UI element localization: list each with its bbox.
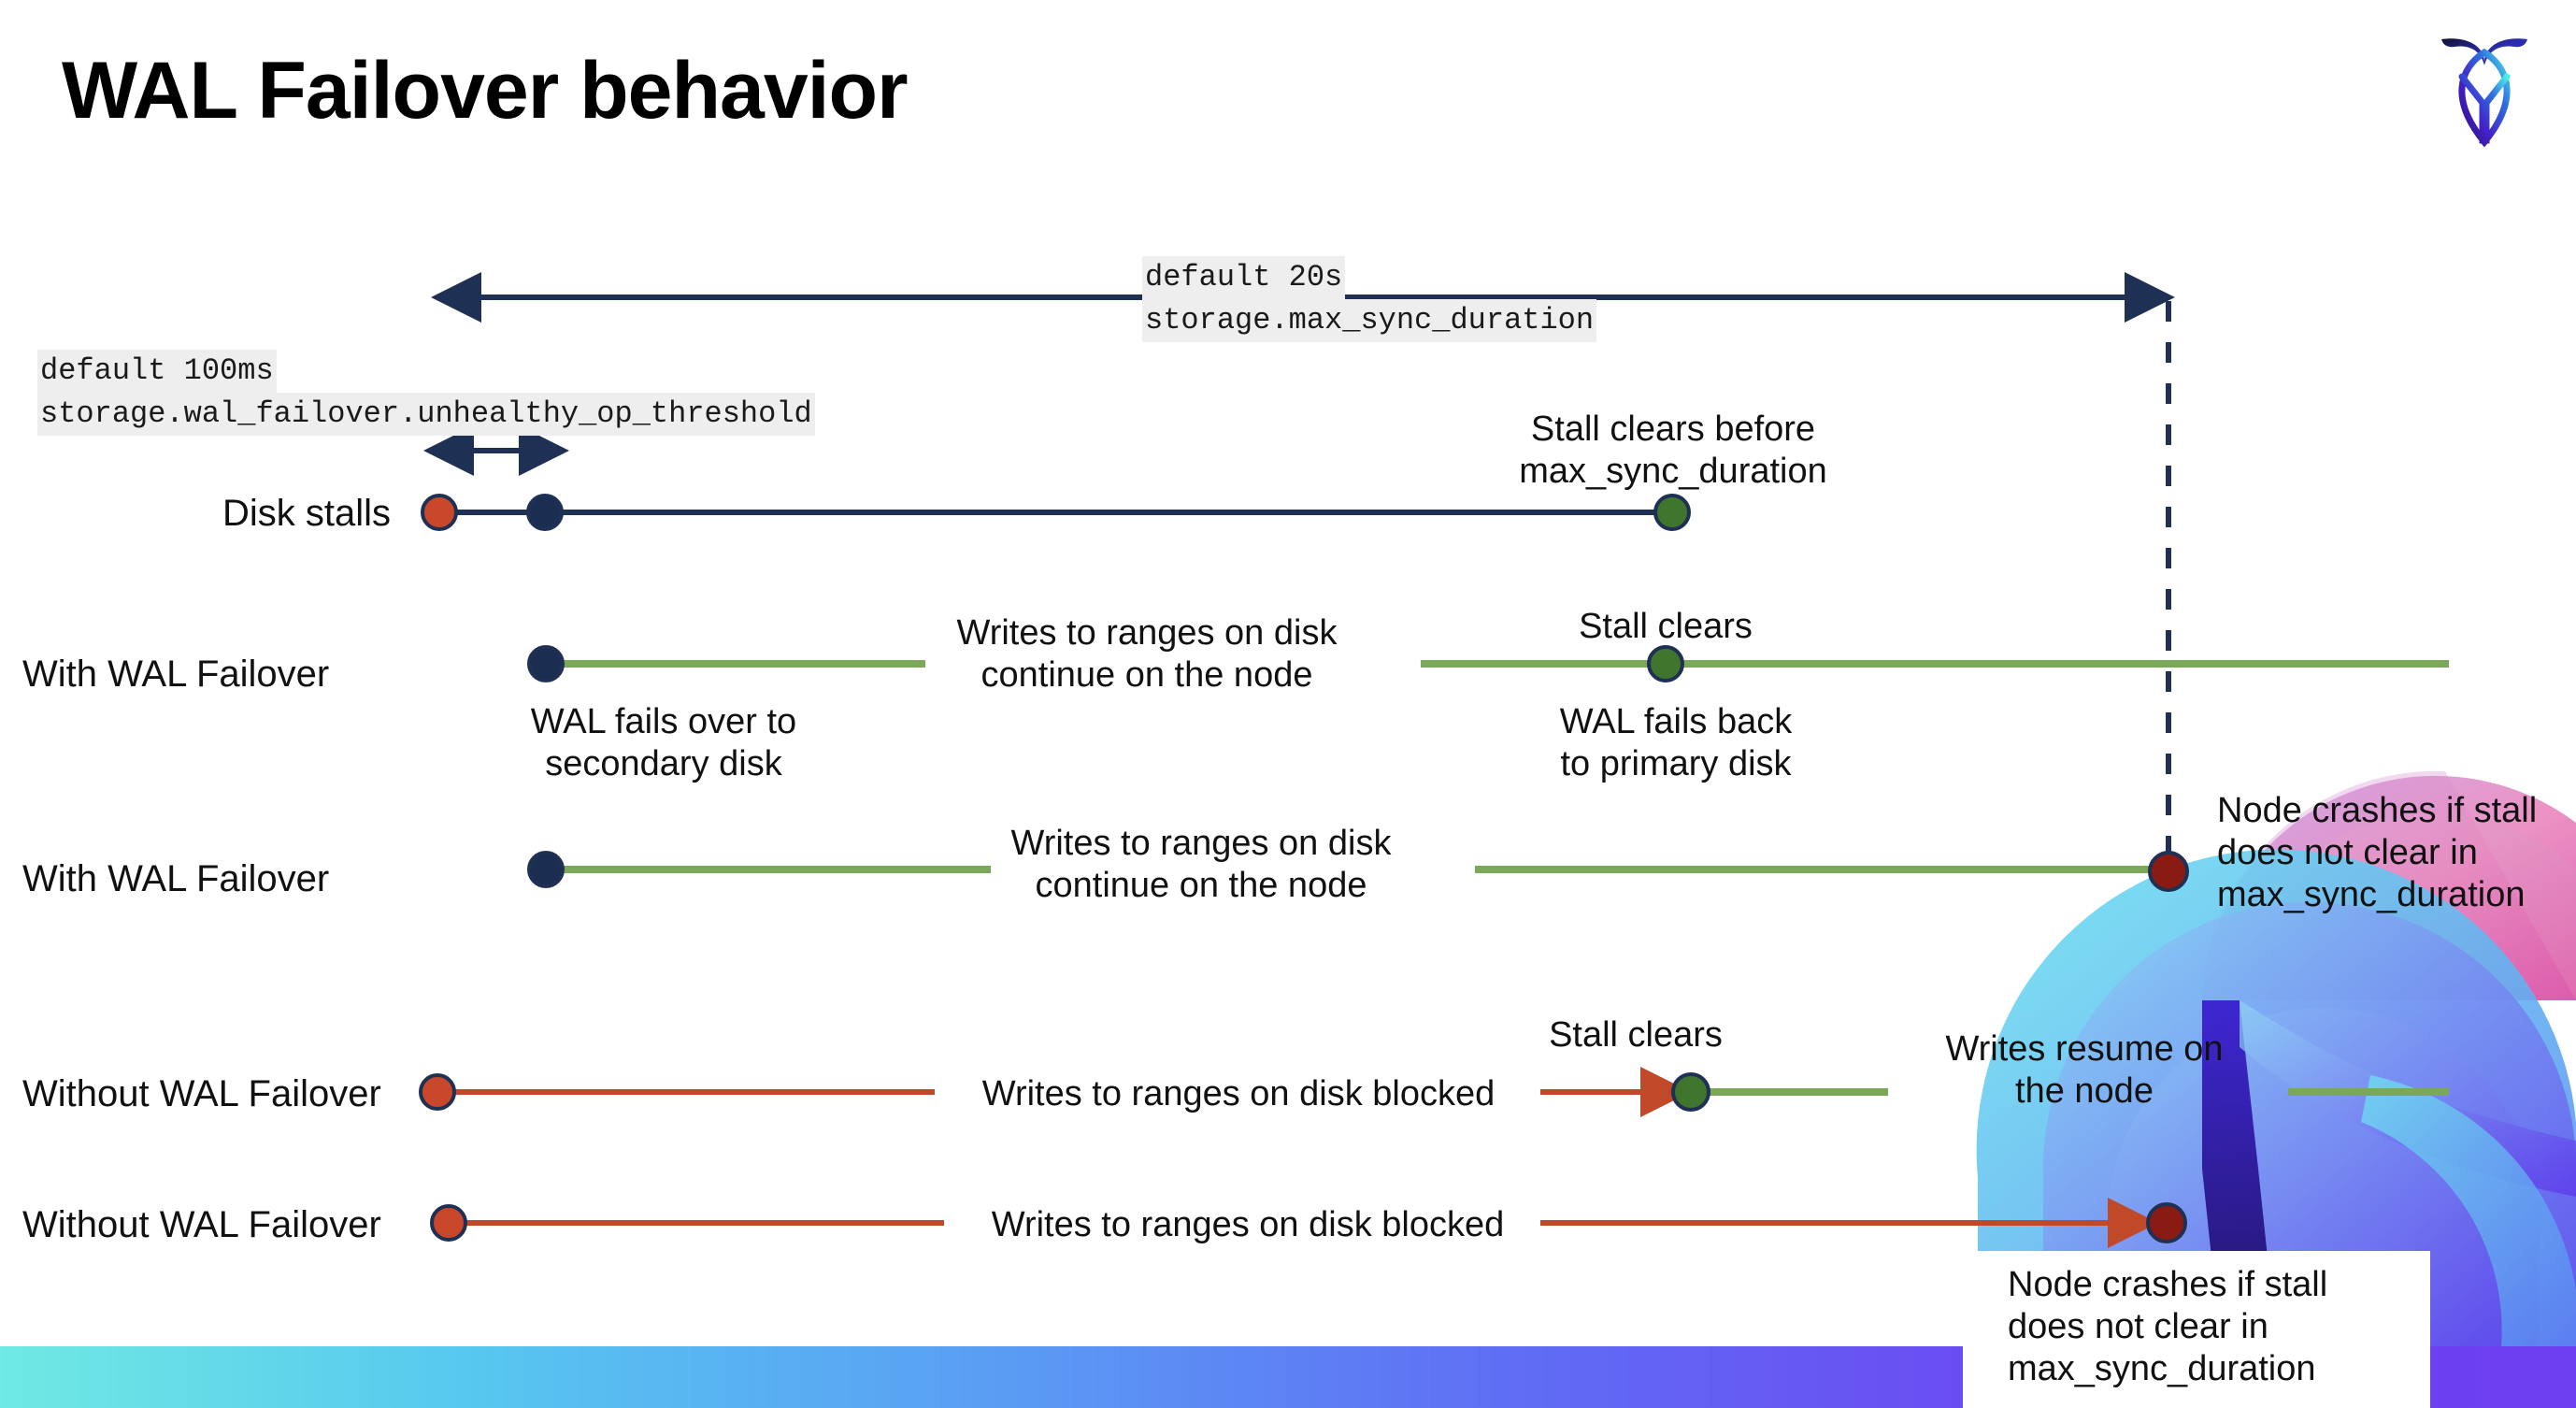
row-label-without-wal-failover-1: Without WAL Failover (22, 1073, 381, 1114)
without-failover-2-start-marker (430, 1204, 467, 1242)
row-label-with-wal-failover-1: With WAL Failover (22, 654, 330, 695)
note-writes-resume: Writes resume on the node (1945, 1029, 2224, 1111)
unhealthy-op-threshold-setting-label: default 100ms storage.wal_failover.unhea… (37, 350, 815, 437)
unhealthy-op-threshold-default: default 100ms (37, 350, 277, 394)
wal-failover-2-crash-marker (2148, 851, 2189, 892)
without-failover-1-stall-clears-marker (1671, 1072, 1710, 1112)
note-writes-blocked-1: Writes to ranges on disk blocked (981, 1074, 1496, 1113)
row-label-without-wal-failover-2: Without WAL Failover (22, 1204, 381, 1245)
note-wal-fails-back: WAL fails back to primary disk (1559, 702, 1793, 783)
cockroachdb-logo-icon (2428, 21, 2540, 151)
wal-failover-1-stall-clears-marker (1647, 645, 1684, 682)
max-sync-duration-name: storage.max_sync_duration (1142, 299, 1597, 343)
max-sync-duration-default: default 20s (1142, 256, 1346, 300)
note-stall-clears-2: Stall clears (1549, 1015, 1723, 1055)
without-failover-1-start-marker (419, 1073, 456, 1111)
note-node-crashes-2: Node crashes if stall does not clear in … (2008, 1265, 2328, 1388)
note-node-crashes-1: Node crashes if stall does not clear in … (2217, 791, 2538, 914)
wal-failover-2-start-marker (527, 851, 565, 888)
wal-failover-1-start-marker (527, 645, 565, 682)
row-label-with-wal-failover-2: With WAL Failover (22, 858, 330, 899)
note-stall-clears-before: Stall clears before max_sync_duration (1519, 409, 1827, 491)
note-stall-clears-1: Stall clears (1579, 607, 1753, 646)
note-writes-continue-1: Writes to ranges on disk continue on the… (956, 613, 1338, 695)
disk-stall-detected-marker (526, 494, 564, 531)
unhealthy-op-threshold-name: storage.wal_failover.unhealthy_op_thresh… (37, 393, 815, 437)
without-failover-2-crash-marker (2146, 1202, 2187, 1243)
disk-stall-start-marker (421, 494, 458, 531)
row-label-disk-stalls: Disk stalls (222, 493, 392, 534)
note-writes-blocked-2: Writes to ranges on disk blocked (991, 1205, 1505, 1244)
disk-stall-cleared-marker (1653, 494, 1691, 531)
note-wal-fails-over: WAL fails over to secondary disk (530, 702, 797, 783)
page-title: WAL Failover behavior (62, 46, 909, 136)
max-sync-duration-setting-label: default 20s storage.max_sync_duration (1142, 256, 1597, 343)
note-writes-continue-2: Writes to ranges on disk continue on the… (1010, 824, 1392, 905)
